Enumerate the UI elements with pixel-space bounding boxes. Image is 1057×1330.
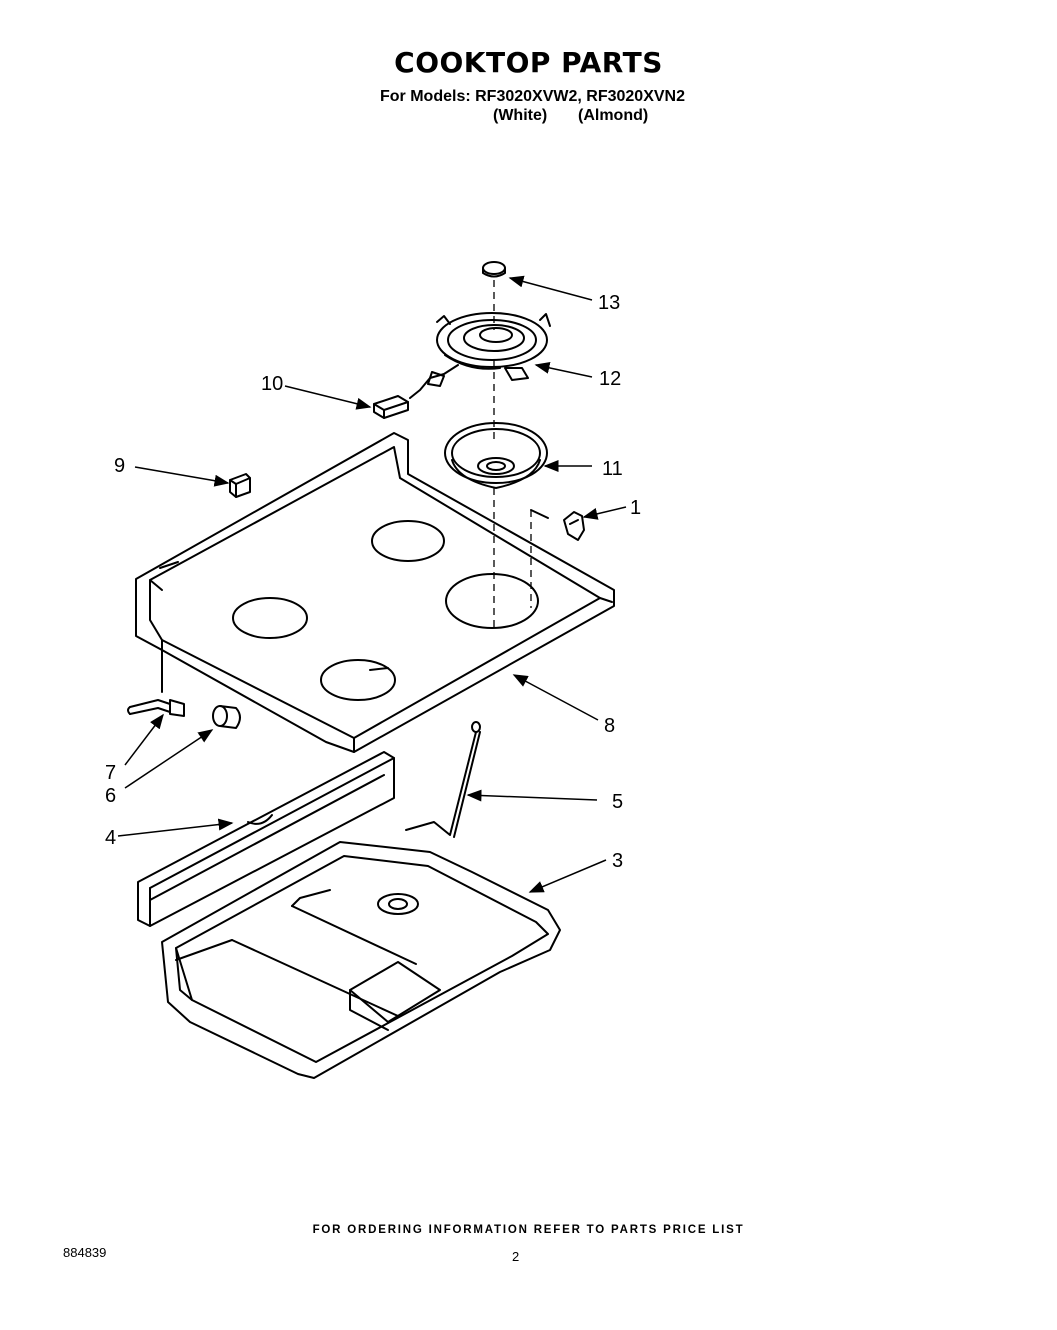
terminal-block-part bbox=[373, 395, 409, 419]
callout-3: 3 bbox=[612, 850, 623, 872]
ferrule-part bbox=[212, 705, 241, 729]
burner-box-part bbox=[161, 841, 561, 1079]
wire-connector-part bbox=[127, 699, 185, 717]
callout-1: 1 bbox=[630, 497, 641, 519]
callout-7: 7 bbox=[105, 762, 116, 784]
callout-10: 10 bbox=[261, 373, 283, 395]
callout-9: 9 bbox=[114, 455, 125, 477]
callout-4: 4 bbox=[105, 827, 116, 849]
support-rod-part bbox=[405, 721, 481, 838]
callout-8: 8 bbox=[604, 715, 615, 737]
burner-cap-part bbox=[482, 261, 506, 278]
models-line: For Models: RF3020XVW2, RF3020XVN2 bbox=[380, 88, 685, 105]
page-title: COOKTOP PARTS bbox=[394, 46, 663, 79]
callout-6: 6 bbox=[105, 785, 116, 807]
callout-13: 13 bbox=[598, 292, 620, 314]
callout-12: 12 bbox=[599, 368, 621, 390]
alignment-lines bbox=[493, 280, 532, 628]
ordering-note: FOR ORDERING INFORMATION REFER TO PARTS … bbox=[312, 1224, 745, 1236]
front-trim-part bbox=[137, 751, 395, 927]
surface-element-part bbox=[409, 312, 551, 399]
drip-bowl-part bbox=[444, 422, 548, 489]
bracket-part bbox=[530, 509, 585, 541]
leader-arrows bbox=[117, 275, 627, 893]
variant-white-label: (White) bbox=[493, 107, 548, 124]
main-cooktop-part bbox=[135, 432, 615, 753]
callout-11: 11 bbox=[602, 458, 623, 480]
document-number: 884839 bbox=[63, 1245, 107, 1260]
clip-part bbox=[229, 473, 251, 498]
page-number: 2 bbox=[512, 1249, 520, 1264]
callout-5: 5 bbox=[612, 791, 623, 813]
variant-almond-label: (Almond) bbox=[578, 107, 649, 124]
